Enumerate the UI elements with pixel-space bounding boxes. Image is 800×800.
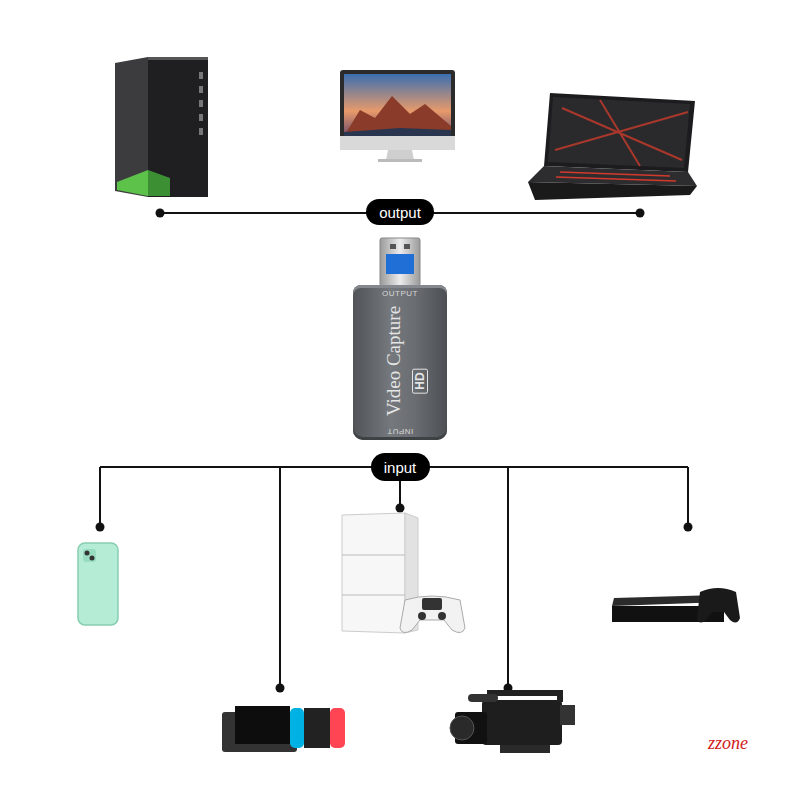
desktop-tower-part: [115, 57, 148, 197]
monitor-part: [344, 96, 451, 136]
xbox-console: [612, 588, 740, 623]
smartphone-part: [90, 556, 95, 561]
desktop-tower-part: [148, 170, 170, 196]
usb-plug-part: [380, 238, 420, 286]
port-marking: INPUT: [387, 427, 414, 435]
laptop: [528, 93, 697, 200]
wiring-part: [396, 504, 405, 513]
monitor-part: [344, 74, 451, 136]
wiring-part: [636, 209, 645, 218]
wiring-part: [687, 467, 689, 527]
monitor-part: [340, 136, 455, 150]
desktop-tower: [115, 57, 208, 197]
camcorder-part: [482, 700, 562, 745]
game-console-part: [342, 595, 405, 596]
wiring-part: [99, 467, 101, 527]
game-console-part: [342, 555, 405, 556]
camcorder-part: [490, 693, 560, 702]
usb-plug-part: [386, 254, 414, 274]
smartphone-part: [85, 551, 90, 556]
desktop-tower-part: [199, 114, 203, 121]
usb-plug-part: [390, 244, 396, 249]
desktop-tower-part: [199, 128, 203, 135]
wiring-part: [684, 523, 693, 532]
monitor-part: [378, 159, 422, 162]
monitor-part: [340, 70, 455, 150]
port-marking: OUTPUT: [382, 290, 418, 298]
handheld-console: [222, 706, 345, 752]
wiring: [96, 209, 693, 693]
desktop-tower-part: [117, 170, 148, 196]
usb-plug-part: [404, 244, 410, 249]
laptop-part: [556, 172, 676, 181]
laptop-part: [555, 100, 688, 166]
smartphone-part: [78, 543, 118, 625]
desktop-tower-part: [148, 57, 208, 60]
camcorder-part: [468, 694, 498, 702]
camcorder-part: [450, 716, 474, 740]
monitor-part: [386, 150, 414, 160]
handheld-console-part: [290, 708, 304, 748]
camcorder-part: [560, 705, 575, 725]
game-console-part: [422, 598, 442, 610]
laptop-part: [544, 93, 695, 172]
game-console-part: [418, 612, 426, 620]
hd-logo: HD: [412, 368, 428, 393]
smartphone-part: [83, 549, 96, 562]
xbox-console-part: [697, 588, 740, 623]
handheld-console-part: [330, 708, 345, 748]
wiring-part: [507, 467, 509, 688]
camcorder: [450, 693, 575, 753]
watermark: zzone: [708, 734, 748, 752]
smartphone: [78, 543, 118, 625]
laptop-part: [528, 182, 697, 200]
monitor: [340, 70, 455, 162]
product-name: Video Capture: [384, 306, 403, 416]
desktop-tower-part: [199, 72, 203, 79]
handheld-console-part: [304, 708, 330, 748]
port-label: input: [384, 460, 417, 475]
port-pill: output: [366, 199, 434, 225]
laptop-part: [548, 97, 690, 168]
port-label: output: [379, 205, 421, 220]
game-console-part: [400, 596, 465, 633]
wiring-part: [276, 684, 285, 693]
desktop-tower-part: [148, 57, 208, 197]
capture-dongle: OUTPUT Video CaptureHD INPUT: [353, 285, 447, 440]
monitor-part: [344, 128, 451, 136]
game-console-part: [342, 513, 405, 633]
handheld-console-part: [235, 706, 290, 744]
port-pill: input: [371, 453, 430, 481]
usb-plug: [380, 238, 420, 286]
desktop-tower-part: [199, 100, 203, 107]
wiring-part: [279, 467, 281, 688]
wiring-part: [96, 523, 105, 532]
wiring-part: [156, 209, 165, 218]
camcorder-part: [500, 745, 550, 753]
game-console: [342, 513, 465, 633]
game-console-part: [438, 612, 446, 620]
desktop-tower-part: [199, 86, 203, 93]
